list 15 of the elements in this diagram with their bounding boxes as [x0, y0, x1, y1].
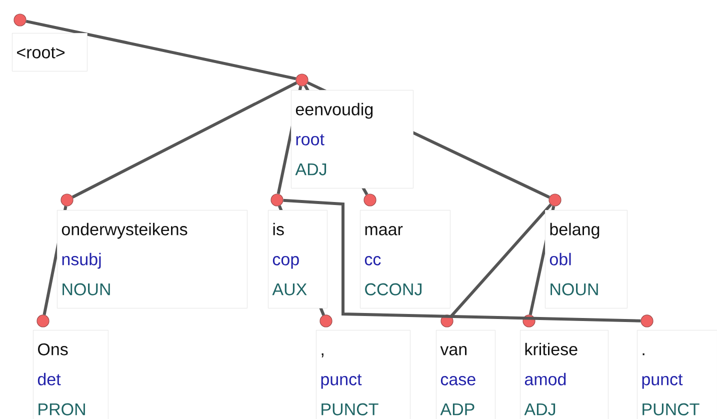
token-box: van case ADP	[436, 330, 496, 419]
token-box: maar cc CCONJ	[360, 210, 450, 308]
tree-edge	[72, 82, 298, 198]
token-box: . punct PUNCT	[637, 330, 717, 419]
tree-edge	[26, 20, 296, 80]
token-box: onderwysteikens nsubj NOUN	[57, 210, 248, 308]
tree-edge	[283, 198, 641, 322]
token-box: <root>	[12, 32, 88, 72]
token-box: kritiese amod ADJ	[520, 330, 608, 419]
token-box: Ons det PRON	[33, 330, 108, 419]
token-box: is cop AUX	[268, 210, 328, 308]
tree-edge	[450, 204, 552, 318]
token-box: , punct PUNCT	[316, 330, 410, 419]
token-box: eenvoudig root ADJ	[291, 90, 414, 188]
token-box: belang obl NOUN	[545, 210, 628, 308]
